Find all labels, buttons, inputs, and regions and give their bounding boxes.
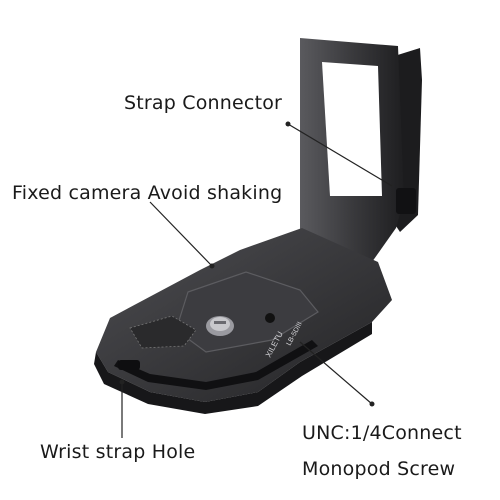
leader-strap-connector [287,123,393,187]
fixed-camera-label: Fixed camera Avoid shaking [12,182,283,204]
leader-dot-unc [369,401,375,407]
leader-dot-strap [285,121,291,127]
rubber-pad [129,315,197,349]
screw-hole [265,313,275,323]
monopod-screw-label: Monopod Screw [302,458,456,480]
leader-fixed-camera [149,201,213,267]
wrist-strap-hole-label: Wrist strap Hole [40,441,196,463]
strap-connector-label: Strap Connector [124,92,283,114]
plate-slot [114,340,318,390]
leader-dot-wrist [119,379,125,385]
leader-dot-fixed [209,263,215,269]
vertical-arm-window [322,62,382,196]
strap-connector-slot [396,188,416,214]
leader-unc-connect [299,341,373,405]
wrist-strap-hole [118,360,140,370]
mounting-screw [206,316,234,336]
unc-connect-label: UNC:1/4Connect [302,422,462,444]
